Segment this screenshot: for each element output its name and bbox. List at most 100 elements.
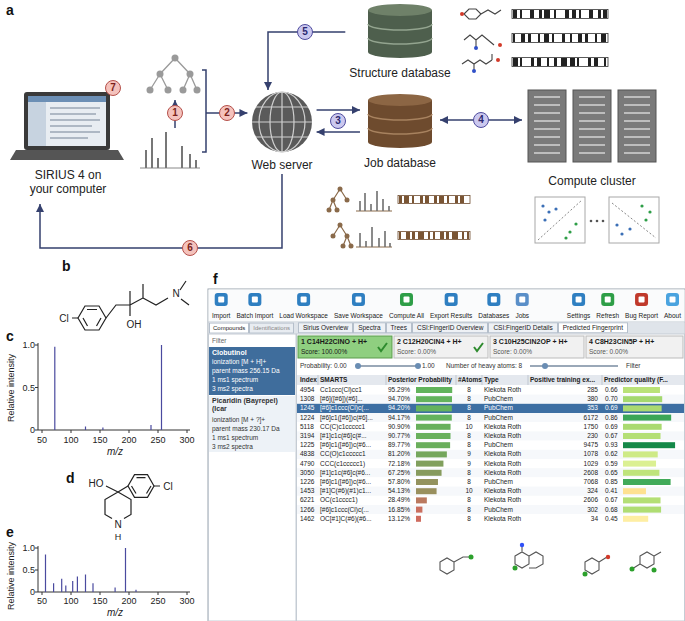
bracket — [202, 70, 206, 152]
table-row-ground — [297, 404, 684, 413]
toolbar-icon — [352, 293, 365, 306]
panel-letter: d — [66, 470, 75, 486]
candidate-score: Score: 0.00% — [397, 348, 436, 355]
tab-label: Sirius Overview — [298, 322, 353, 333]
web-server-globe — [252, 92, 312, 152]
compound-list-text: 1 ms1 spectrum — [212, 434, 258, 441]
toolbar-icon — [248, 293, 261, 306]
toolbar-icon-glyph — [491, 297, 497, 303]
tick-label: 100 — [63, 435, 78, 445]
table-cell: 1245 — [300, 405, 314, 412]
table-cell: CCC(c1ccccc1) — [320, 460, 365, 467]
quality-bar — [623, 424, 662, 430]
table-cell: 0.70 — [605, 395, 618, 402]
table-cell: 8 — [467, 414, 471, 421]
candidate-score: Score: 0.00% — [493, 348, 532, 355]
table-cell: 285 — [587, 386, 598, 393]
toolbar-icon-glyph — [639, 297, 645, 303]
compute-cluster-icon — [528, 90, 656, 162]
table-row-ground — [297, 431, 684, 440]
cluster-node: Compute cluster — [522, 86, 662, 190]
table-row-ground — [297, 505, 684, 514]
table-cell: 7068 — [584, 478, 598, 485]
clobutinol-structure — [72, 281, 189, 330]
tick-label: 1.0 — [22, 340, 35, 350]
ms2-spectrum-plot — [35, 343, 190, 433]
table-cell: Klekota Roth — [484, 451, 521, 458]
atom-label: OH — [127, 319, 142, 331]
toolbar-icon-glyph — [576, 297, 582, 303]
toolbar-icon — [297, 293, 310, 306]
tick-label: 300 — [179, 435, 194, 445]
laptop-icon — [10, 92, 124, 160]
table-cell: 1266 — [300, 506, 314, 513]
tick-label: 0 — [30, 587, 35, 597]
table-cell: 1224 — [300, 414, 314, 421]
table-cell: 4838 — [300, 451, 314, 458]
table-cell: 1225 — [300, 441, 314, 448]
probability-bar — [416, 396, 452, 402]
toolbar-button-label: Settings — [567, 312, 591, 319]
candidate-score: Score: 100.00% — [301, 348, 347, 355]
panel-letter: e — [6, 524, 14, 540]
probability-bar — [416, 461, 443, 467]
tick-label: 1.0 — [22, 543, 35, 553]
probability-bar — [416, 497, 427, 503]
table-row-ground — [297, 468, 684, 477]
candidate-formula: 4 C8H23ClN5P + H+ — [589, 338, 654, 346]
table-row-ground — [297, 395, 684, 404]
toolbar-button-label: About — [664, 312, 681, 319]
table-cell: 8 — [467, 386, 471, 393]
callout-number: 4 — [473, 112, 489, 128]
tab-label: CSI:FingerID Details — [488, 322, 557, 333]
table-cell: 1453 — [300, 487, 314, 494]
compound-list-text: 3 ms2 spectra — [212, 443, 253, 450]
toolbar-icon-glyph — [670, 297, 676, 303]
table-cell: 10 — [465, 487, 472, 494]
table-cell: 8 — [467, 441, 471, 448]
table-row-ground — [297, 422, 684, 431]
table-row-ground — [297, 487, 684, 496]
toolbar-icon-glyph — [218, 297, 224, 303]
toolbar-button-label: Bug Report — [625, 312, 658, 319]
quality-bar — [623, 470, 659, 476]
probability-bar — [416, 424, 451, 430]
candidate-formula: 1 C14H22ClNO + H+ — [301, 338, 367, 346]
table-cell: 1078 — [584, 451, 598, 458]
probability-bar — [416, 488, 437, 494]
callout-number: 7 — [105, 80, 121, 96]
probability-bar — [416, 479, 438, 485]
toolbar-icon — [601, 293, 614, 306]
job-database-icon — [368, 94, 432, 148]
table-cell: 8 — [467, 469, 471, 476]
toolbar-icon-glyph — [448, 297, 454, 303]
tick-label: 250 — [150, 596, 165, 606]
toolbar-icon-glyph — [301, 297, 307, 303]
table-cell: 2608 — [584, 469, 598, 476]
table-header: Positive training ex... — [530, 376, 595, 383]
probability-bar — [416, 405, 452, 411]
table-cell: 2606 — [584, 497, 598, 504]
table-cell: PubChem — [484, 414, 513, 421]
job-result-icons — [327, 187, 471, 249]
table-cell: 10 — [465, 423, 472, 430]
toolbar-button-label: Import — [212, 312, 230, 319]
table-cell: 34 — [591, 515, 598, 522]
tab-label: CSI:FingerID Overview — [412, 322, 488, 333]
table-cell: 0.93 — [605, 441, 618, 448]
axis-title: m/z — [107, 446, 123, 458]
table-row-ground — [297, 441, 684, 450]
toolbar-icon-body — [297, 293, 310, 306]
toolbar-icon-body — [516, 293, 529, 306]
table-cell: Klekota Roth — [484, 423, 521, 430]
table-cell: 0.85 — [605, 478, 618, 485]
quality-bar — [623, 516, 648, 522]
quality-bar — [623, 461, 656, 467]
table-cell: 3194 — [300, 432, 314, 439]
quality-bar — [623, 405, 662, 411]
table-cell: 8 — [467, 497, 471, 504]
tick-label: 200 — [121, 435, 136, 445]
atom-label: N — [114, 519, 121, 531]
